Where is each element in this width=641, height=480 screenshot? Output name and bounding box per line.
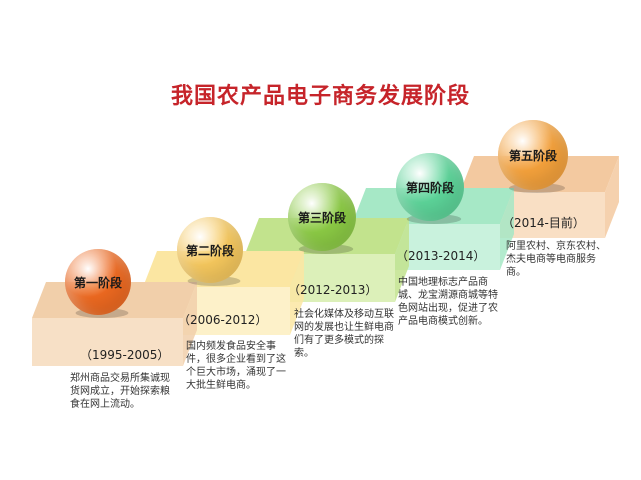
- stage-label: 第四阶段: [405, 180, 454, 195]
- stage-block-front: [32, 318, 183, 366]
- stage-description: 郑州商品交易所集诚现货网成立，开始探索粮食在网上流动。: [70, 373, 170, 410]
- stage-circle: 第一阶段: [65, 249, 131, 315]
- stage-period: （2012-2013）: [288, 283, 378, 297]
- stage-description: 阿里农村、京东农村、杰夫电商等电商服务商。: [506, 241, 606, 278]
- stage-period: （1995-2005）: [80, 348, 170, 362]
- stage-block-side: [395, 218, 409, 302]
- stage-block-side: [605, 156, 619, 238]
- stage-block-side: [290, 251, 304, 335]
- stage-label: 第一阶段: [73, 275, 122, 290]
- stage-label: 第二阶段: [185, 243, 234, 258]
- stage-block-side: [500, 188, 514, 270]
- stage-circle: 第三阶段: [288, 183, 356, 251]
- stage-circle: 第五阶段: [498, 120, 568, 190]
- page-title: 我国农产品电子商务发展阶段: [170, 84, 470, 109]
- stage-circle: 第四阶段: [396, 153, 464, 221]
- stage-label: 第五阶段: [508, 148, 557, 163]
- stage-description: 国内频发食品安全事件，很多企业看到了这个巨大市场，涌现了一大批生鲜电商。: [186, 341, 286, 391]
- stage-period: （2014-目前）: [502, 216, 585, 230]
- stage-description: 中国地理标志产品商城、龙宝溯源商城等特色网站出现，促进了农产品电商模式创新。: [398, 277, 498, 327]
- stage-period: （2013-2014）: [396, 249, 486, 263]
- stage-period: （2006-2012）: [178, 313, 268, 327]
- stage-description: 社会化媒体及移动互联网的发展也让生鲜电商们有了更多模式的探索。: [294, 309, 394, 359]
- stage-block-side: [183, 282, 197, 366]
- stage-label: 第三阶段: [297, 210, 346, 225]
- stage-circle: 第二阶段: [177, 217, 243, 283]
